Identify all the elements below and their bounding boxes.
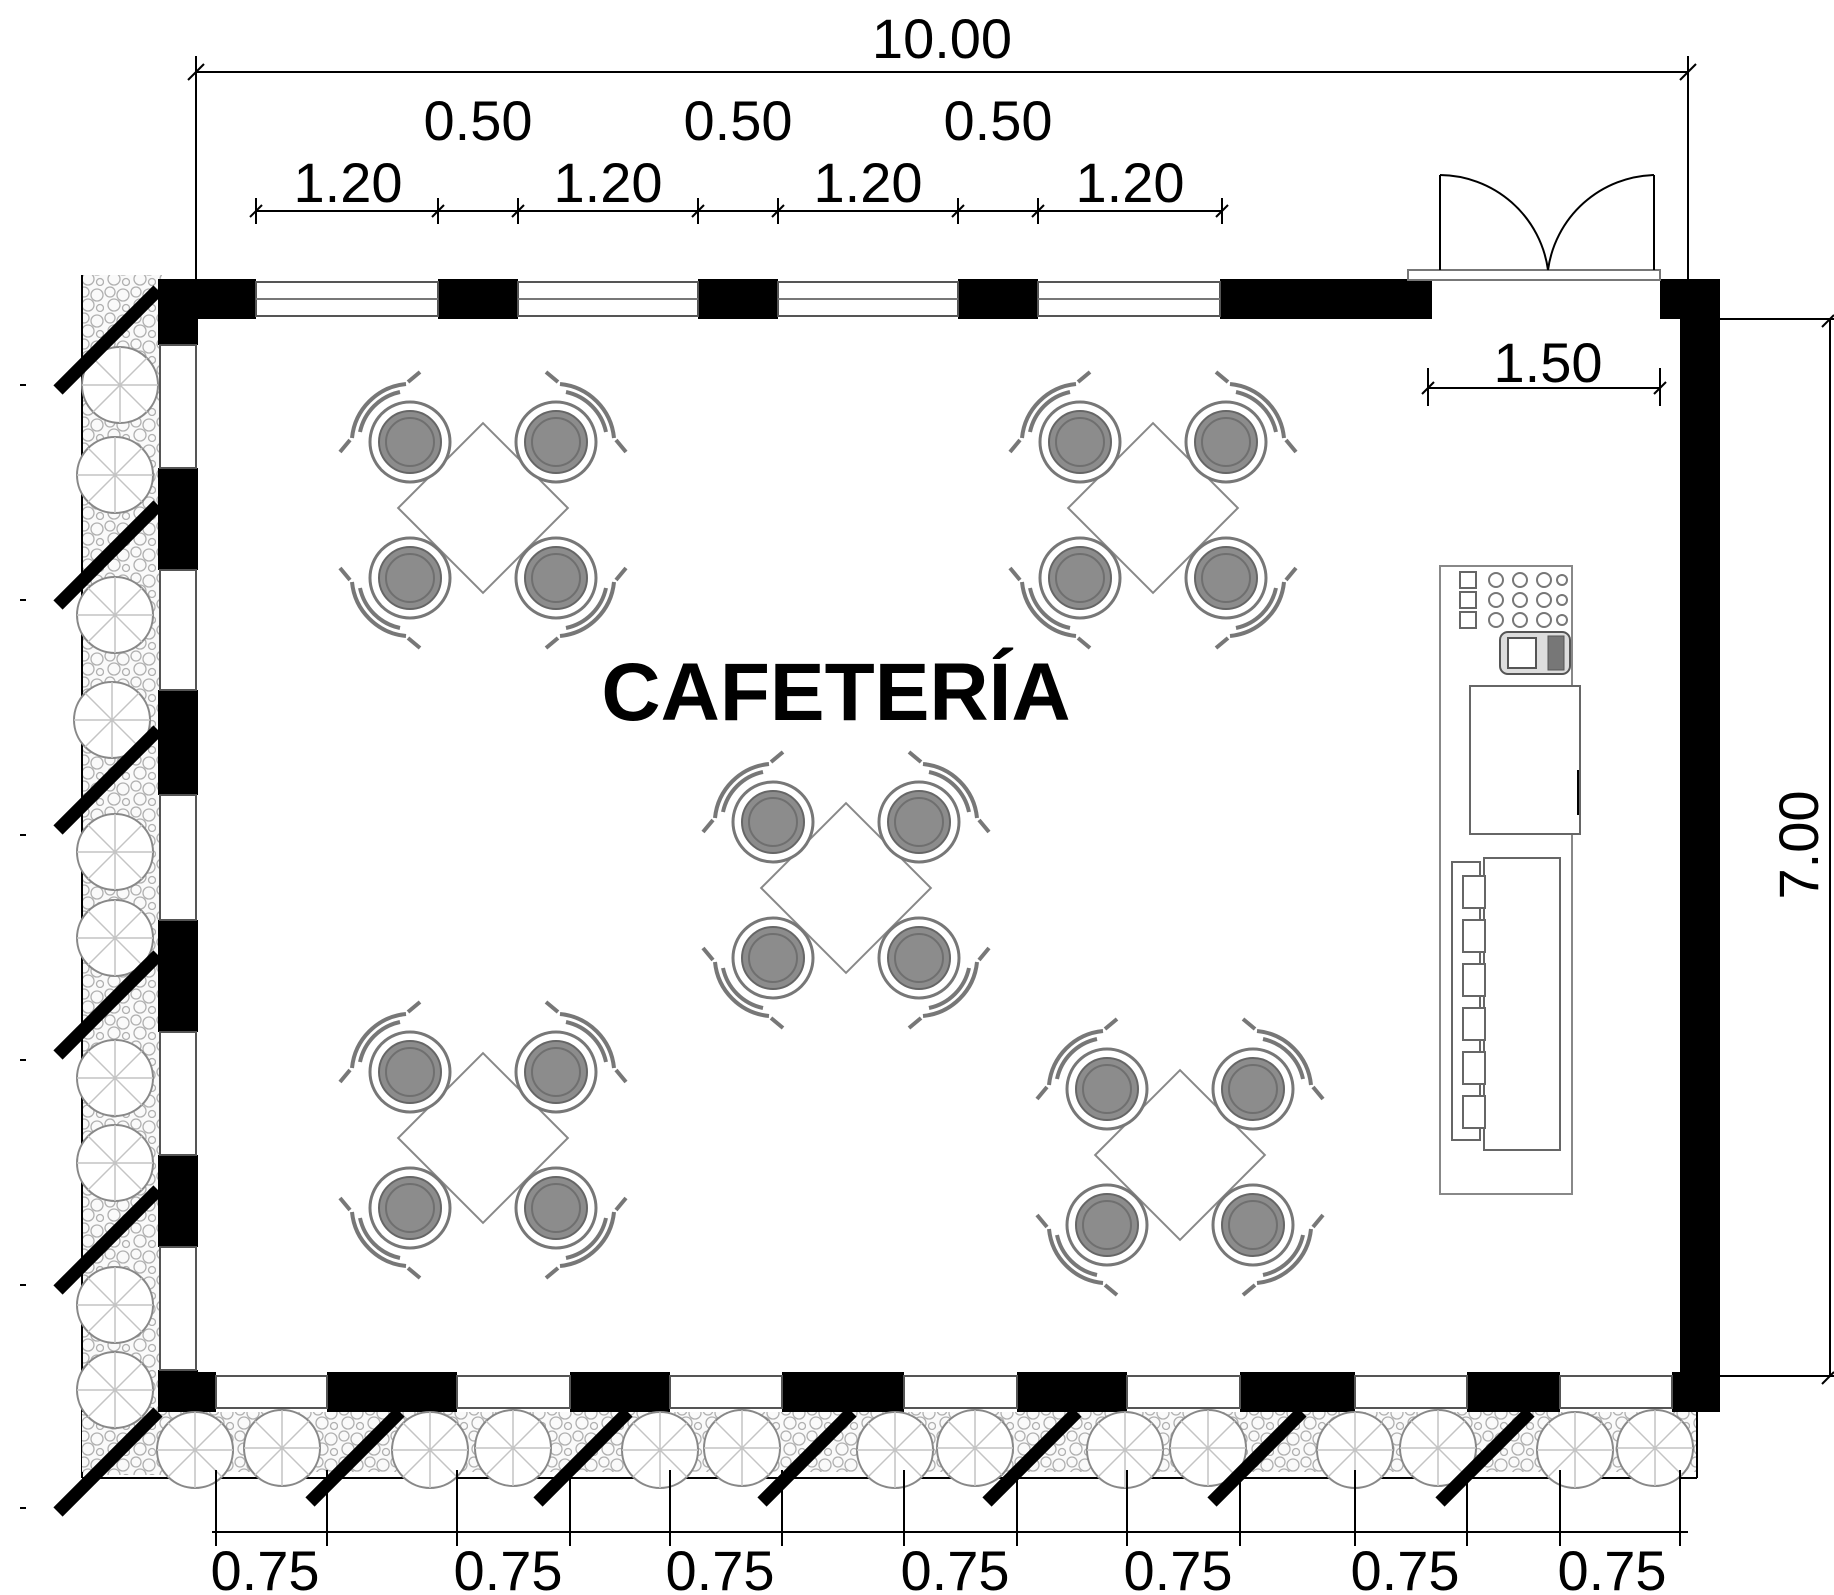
- refrigerator: [1469, 685, 1581, 835]
- dimension-opening-1: 0.75: [211, 1539, 320, 1595]
- bar-top: [1483, 857, 1561, 1151]
- dimension-window-3: 1.20: [814, 151, 923, 214]
- dimension-opening-4: 0.75: [901, 1539, 1010, 1595]
- top-windows: [255, 281, 1221, 317]
- dimensions: 10.00 1.20 1.20 1.20 1.20 0.50 0.50 0.50…: [187, 7, 1834, 1595]
- dimension-pier-2: 0.50: [684, 89, 793, 152]
- dimension-opening-7: 0.75: [1558, 1539, 1667, 1595]
- dimension-opening-3: 0.75: [666, 1539, 775, 1595]
- table-set: [340, 372, 626, 648]
- dimension-window-2: 1.20: [554, 151, 663, 214]
- dimension-opening-5: 0.75: [1124, 1539, 1233, 1595]
- bar-stools: [1462, 875, 1486, 1129]
- room-label: CAFETERÍA: [601, 647, 1070, 738]
- double-door: [1407, 174, 1661, 281]
- bar-counter: [1439, 565, 1581, 1195]
- table-set: [340, 1002, 626, 1278]
- table-set: [1037, 1019, 1323, 1295]
- table-set: [703, 752, 989, 1028]
- dimension-window-1: 1.20: [294, 151, 403, 214]
- left-windows: [159, 344, 197, 1371]
- dimension-window-4: 1.20: [1076, 151, 1185, 214]
- table-set: [1010, 372, 1296, 648]
- coffee-machine: [1499, 631, 1571, 675]
- table-sets: [340, 372, 1323, 1295]
- dimension-overall-depth: 7.00: [1767, 791, 1830, 900]
- dimension-opening-6: 0.75: [1351, 1539, 1460, 1595]
- dimension-overall-width: 10.00: [872, 7, 1012, 70]
- sunshade-fins: [20, 285, 1535, 1517]
- cooktop: [1459, 571, 1568, 629]
- dimension-pier-3: 0.50: [944, 89, 1053, 152]
- dimension-opening-2: 0.75: [454, 1539, 563, 1595]
- bottom-windows: [215, 1375, 1673, 1409]
- dimension-pier-1: 0.50: [424, 89, 533, 152]
- dimension-door: 1.50: [1494, 331, 1603, 394]
